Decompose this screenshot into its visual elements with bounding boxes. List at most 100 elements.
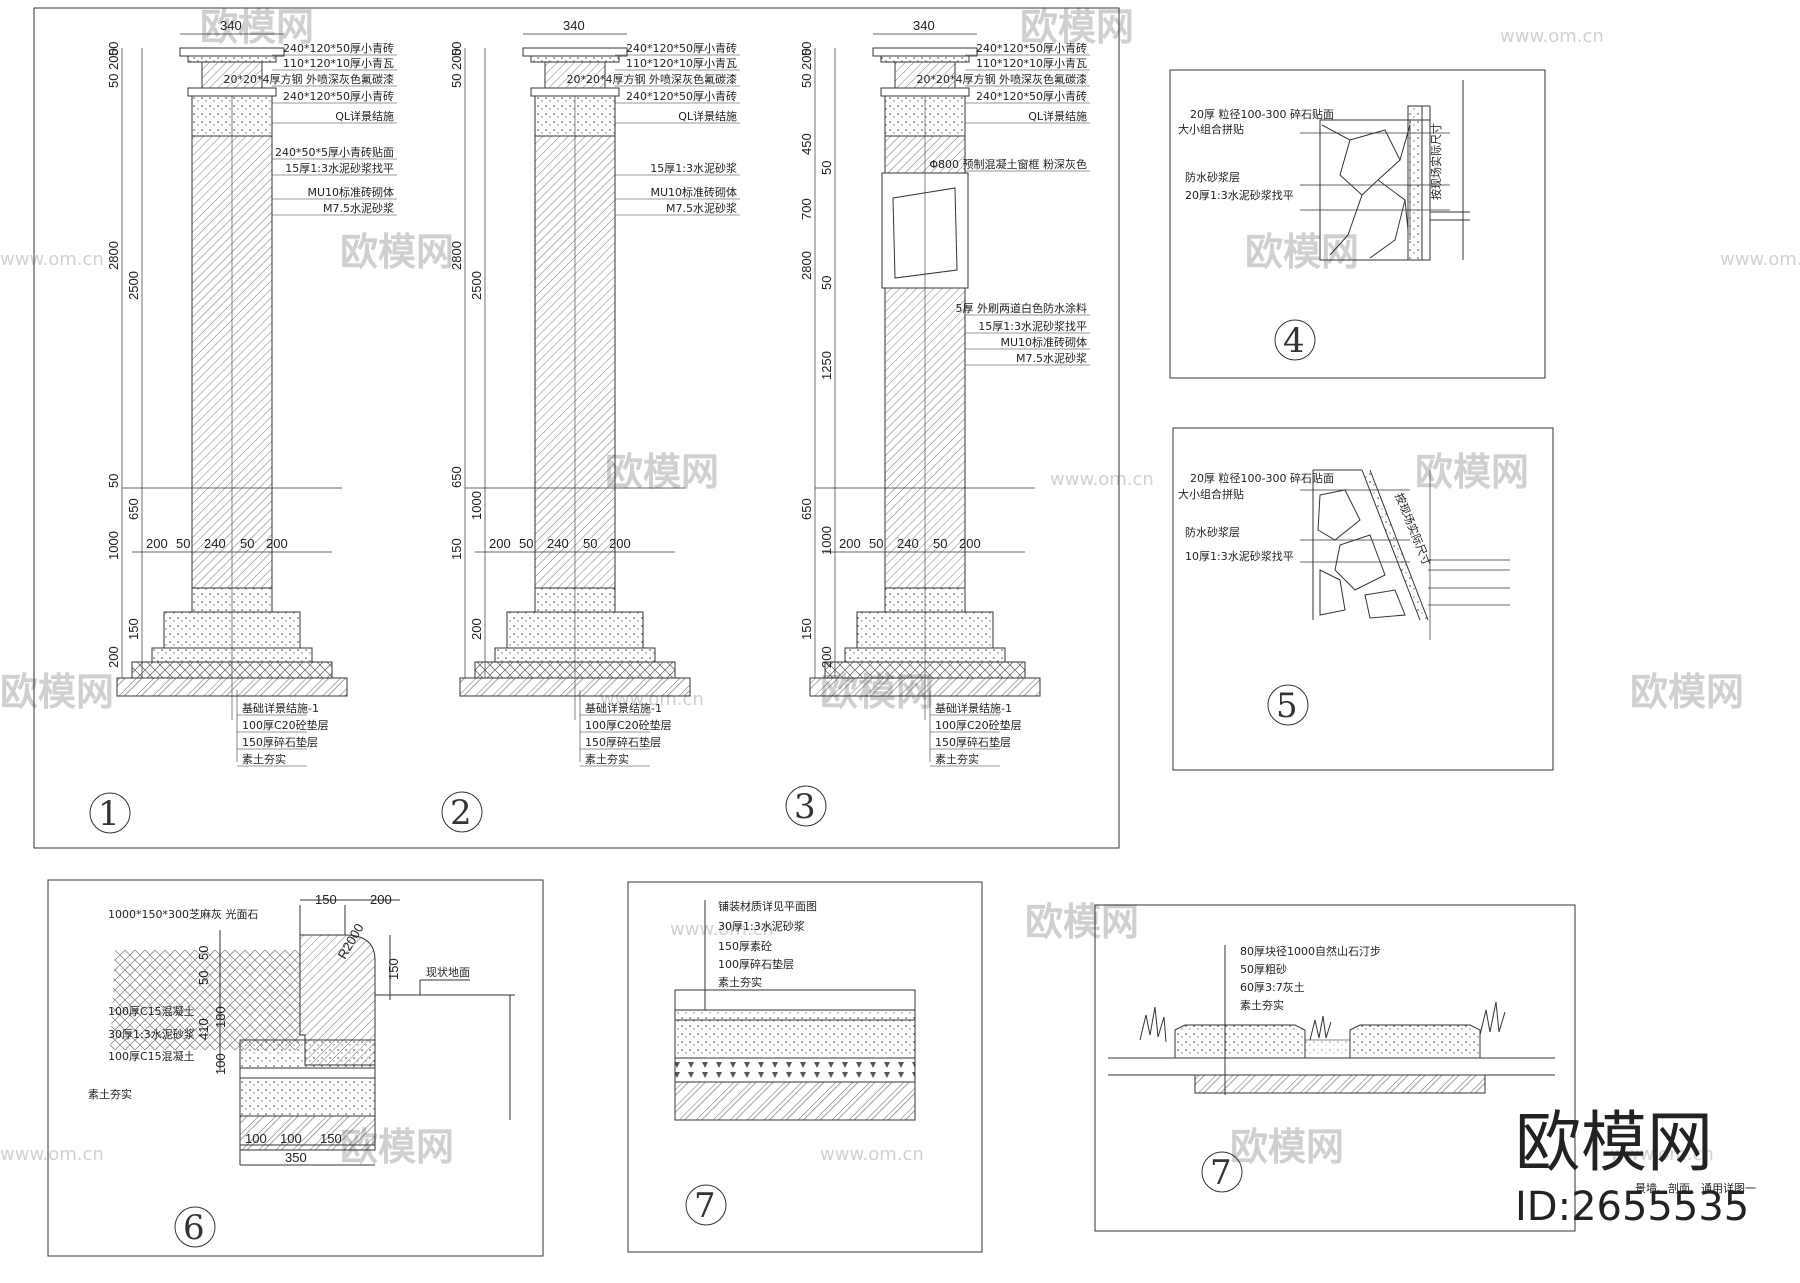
v-dim: 50 [106,42,121,56]
v-dim: 2500 [126,271,141,300]
h-dim: 50 [583,536,597,551]
layer-label: 240*120*50厚小青砖 [976,89,1087,103]
watermark-logo: 欧模网 [0,670,114,714]
top-width-dim: 340 [563,18,585,33]
watermark-logo: 欧模网 [1230,1125,1344,1169]
top-width-dim: 340 [220,18,242,33]
foundation-label: 150厚碎石垫层 [585,735,661,749]
h-dim: 50 [176,536,190,551]
detail-4: 20厚 粒径100-300 碎石贴面 大小组合拼贴 防水砂浆层 20厚1:3水泥… [1169,69,1546,379]
d6-dim-left-1: 50 [196,946,211,960]
d4-side: 按现场实际尺寸 [1429,123,1443,200]
layer-label: 240*120*50厚小青砖 [626,41,737,55]
layer-label: 240*50*5厚小青砖贴面 [275,145,394,159]
detail-number-2: 2 [450,793,472,833]
foundation-label: 素土夯实 [935,752,979,766]
detail-6: 150 200 R2000 50 50 410 180 100 150 100 … [47,879,544,1257]
h-dim: 200 [266,536,288,551]
column-numbers: 1 2 3 [89,785,827,834]
layer-label: 20*20*4厚方钢 外喷深灰色氟碳漆 [224,72,395,86]
d7a-label-1: 铺装材质详见平面图 [718,899,817,913]
column-detail-3: 5020050450507005028001250650100015020020… [799,18,1090,767]
layer-label: 15厚1:3水泥砂浆找平 [285,161,394,175]
v-dim: 50 [106,474,121,488]
watermark-url: www.om.cn [820,1144,924,1165]
v-dim: 650 [799,498,814,520]
h-dim: 240 [897,536,919,551]
frame-columns [33,7,1120,849]
v-dim: 50 [799,74,814,88]
v-dim: 200 [799,48,814,70]
foundation-label: 基础详景结施-1 [242,701,319,715]
layer-label: 110*120*10厚小青瓦 [976,57,1087,70]
foundation-label: 素土夯实 [242,752,286,766]
d6-dim-top-2: 200 [370,892,392,907]
d7b-label-4: 素土夯实 [1240,998,1284,1012]
v-dim: 200 [469,618,484,640]
brand-logo-text: 欧模网 [1515,1104,1713,1181]
d7b-label-2: 50厚粗砂 [1240,963,1287,976]
watermark-url: www.om.cn [0,1144,104,1165]
d6-label-5: 素土夯实 [88,1087,132,1101]
d6-dim-total: 350 [285,1150,307,1165]
d6-dim-top-1: 150 [315,892,337,907]
h-dim: 200 [959,536,981,551]
v-dim: 200 [449,48,464,70]
layer-label: 240*120*50厚小青砖 [976,41,1087,55]
d5-label-3: 防水砂浆层 [1185,525,1240,539]
watermark-url: www.om.cn [1720,249,1800,270]
h-dim: 200 [839,536,861,551]
layer-label: 20*20*4厚方钢 外喷深灰色氟碳漆 [567,72,738,86]
brand-id: ID:2655535 [1515,1184,1749,1230]
layer-label: 110*120*10厚小青瓦 [283,57,394,70]
foundation-label: 100厚C20砼垫层 [585,718,672,732]
layer-label: M7.5水泥砂浆 [666,201,737,215]
watermark-layer: 欧模网欧模网欧模网欧模网欧模网欧模网欧模网欧模网欧模网欧模网欧模网欧模网www.… [0,5,1800,1169]
layer-label: 15厚1:3水泥砂浆找平 [978,319,1087,333]
v-dim: 1000 [469,491,484,520]
h-dim: 200 [609,536,631,551]
d6-dim-bottom-1: 100 [245,1131,267,1146]
d5-label-1: 20厚 粒径100-300 碎石贴面 [1190,471,1334,485]
watermark-logo: 欧模网 [340,230,454,274]
watermark-logo: 欧模网 [605,450,719,494]
d5-label-2: 大小组合拼贴 [1178,487,1244,501]
foundation-label: 基础详景结施-1 [585,701,662,715]
layer-label: 240*120*50厚小青砖 [283,89,394,103]
v-dim: 1000 [106,531,121,560]
h-dim: 240 [204,536,226,551]
h-dim: 50 [933,536,947,551]
d6-dim-bottom-3: 150 [320,1131,342,1146]
v-dim: 650 [126,498,141,520]
d6-dim-left-2: 50 [196,971,211,985]
layer-label: 240*120*50厚小青砖 [283,41,394,55]
h-dim: 50 [519,536,533,551]
d7b-label-3: 60厚3:7灰土 [1240,980,1305,994]
watermark-logo: 欧模网 [1020,5,1134,49]
foundation-label: 150厚碎石垫层 [242,735,318,749]
d4-label-3: 防水砂浆层 [1185,170,1240,184]
detail-7a: 铺装材质详见平面图 30厚1:3水泥砂浆 150厚素砼 100厚碎石垫层 素土夯… [627,881,983,1253]
layer-label: 15厚1:3水泥砂浆 [650,161,737,175]
d6-dim-left-4: 180 [213,1006,228,1028]
foundation-label: 素土夯实 [585,752,629,766]
layer-label: 20*20*4厚方钢 外喷深灰色氟碳漆 [917,72,1088,86]
watermark-logo: 欧模网 [1630,670,1744,714]
d4-label-4: 20厚1:3水泥砂浆找平 [1185,188,1294,202]
v-dim: 150 [449,538,464,560]
v-dim: 1000 [819,526,834,555]
d7b-label-1: 80厚块径1000自然山石汀步 [1240,944,1381,958]
v-dim: 2800 [106,241,121,270]
d6-label-1: 1000*150*300芝麻灰 光面石 [108,907,258,921]
layer-label: 5厚 外刷两道白色防水涂料 [956,301,1088,315]
d6-label-2: 100厚C15混凝土 [108,1004,195,1018]
d5-label-4: 10厚1:3水泥砂浆找平 [1185,549,1294,563]
layer-label: Φ800 预制混凝土窗框 粉深灰色 [929,157,1087,171]
detail-7b: 80厚块径1000自然山石汀步 50厚粗砂 60厚3:7灰土 素土夯实 7 [1094,904,1576,1232]
detail-number-5: 5 [1276,686,1298,726]
layer-label: 240*120*50厚小青砖 [626,89,737,103]
layer-label: MU10标准砖砌体 [1000,335,1087,349]
v-dim: 700 [799,198,814,220]
h-dim: 240 [547,536,569,551]
